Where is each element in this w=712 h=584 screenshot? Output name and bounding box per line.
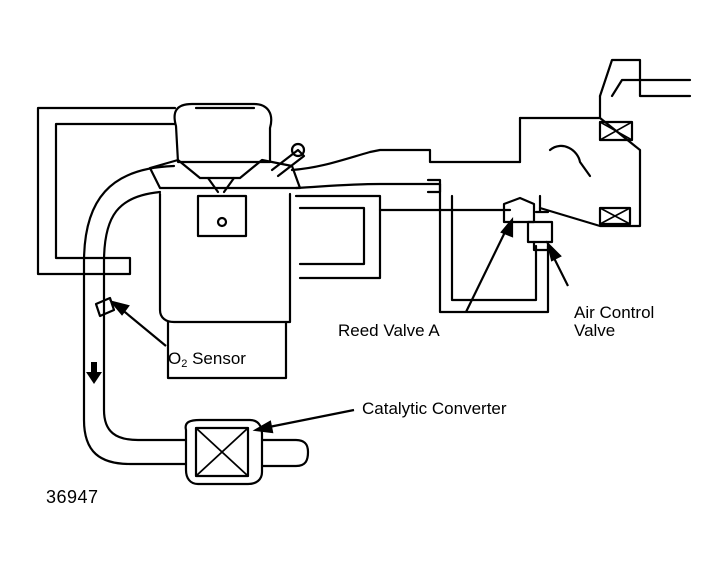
air-duct-top: [598, 58, 692, 98]
o2-sensor-label: O2 Sensor: [168, 350, 246, 373]
valve-left: [206, 176, 220, 194]
reed-valve-arrow-shaft: [465, 229, 507, 313]
air-control-valve-body: [526, 220, 554, 244]
intake-pipe-top: [290, 148, 522, 172]
intake-fitting: [426, 178, 442, 194]
air-pipe-mid-inner: [298, 206, 366, 266]
air-filter-lower: [598, 206, 632, 226]
catalytic-converter-label: Catalytic Converter: [362, 399, 507, 418]
o2-arrow-head: [108, 300, 130, 316]
valve-box-outline: [438, 182, 550, 314]
cylinder-head: [148, 158, 302, 190]
air-control-arrow-head: [545, 240, 562, 262]
air-cleaner-housing: [518, 116, 642, 228]
exhaust-pipe-outer: [82, 164, 188, 466]
air-pipe-mid: [294, 194, 382, 280]
catalytic-converter-cross: [195, 427, 249, 477]
exhaust-pipe-inner: [102, 190, 188, 442]
intake-pipe-bottom: [294, 182, 442, 190]
piston-pin: [216, 216, 228, 228]
valve-right: [222, 176, 236, 194]
o2-sensor-body: [94, 296, 116, 318]
o2-sensor-label-prefix: O: [168, 349, 182, 368]
o2-sensor-label-subscript: 2: [181, 358, 188, 370]
air-filter-element: [598, 120, 634, 142]
flow-arrow-head: [86, 372, 102, 384]
tailpipe: [260, 438, 310, 468]
air-pipe-outer-loop: [36, 106, 177, 276]
block-base: [166, 320, 288, 380]
reed-valve-body: [502, 196, 536, 224]
valve-cover: [173, 102, 273, 164]
cylinder-block: [158, 192, 292, 324]
air-control-valve-label: Air Control Valve: [574, 304, 654, 340]
spark-plug-tip: [290, 142, 306, 158]
o2-sensor-label-suffix: Sensor: [192, 349, 246, 368]
spark-plug: [270, 148, 306, 178]
catalytic-converter-shell: [184, 418, 264, 486]
air-duct-inner: [610, 78, 692, 98]
air-cleaner-damper: [548, 144, 592, 178]
reed-valve-arrow-head: [500, 216, 514, 238]
valve-box-inner: [450, 194, 538, 302]
catalytic-converter-core: [194, 426, 250, 478]
flow-arrow-shaft: [91, 362, 97, 374]
air-control-valve-label-line1: Air Control: [574, 303, 655, 322]
air-control-valve-label-line2: Valve: [574, 321, 616, 340]
catalytic-arrow-head: [252, 420, 274, 434]
piston: [196, 194, 248, 238]
reed-valve-label: Reed Valve A: [338, 321, 440, 340]
figure-id: 36947: [46, 487, 99, 507]
catalytic-arrow-shaft: [263, 408, 355, 430]
reed-valve-stem: [534, 194, 550, 214]
o2-arrow-shaft: [119, 307, 167, 347]
